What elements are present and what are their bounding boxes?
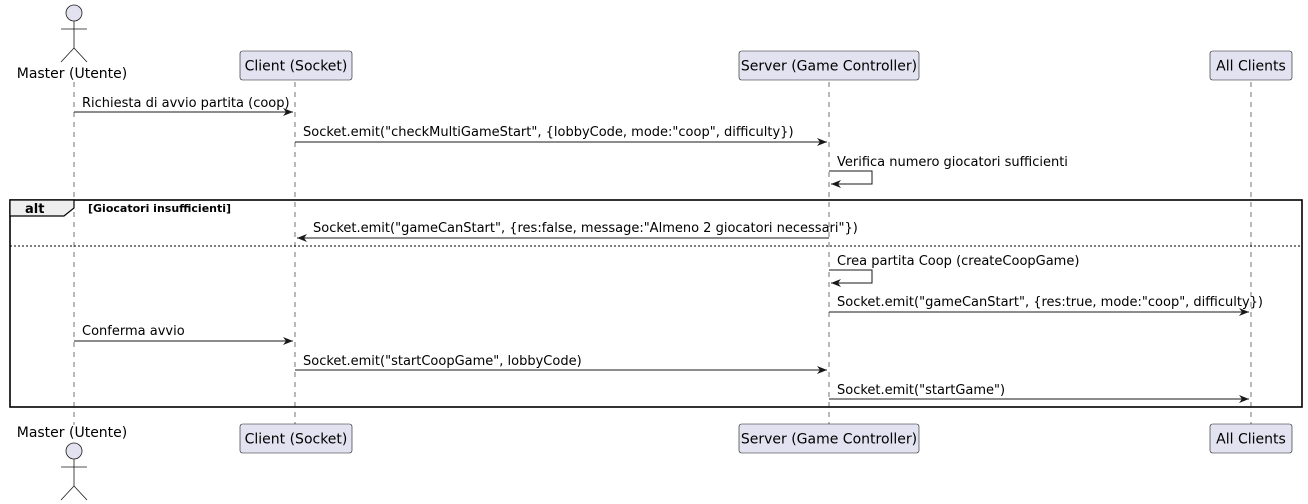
actor-master-bottom-label: Master (Utente) (17, 425, 128, 441)
participant-all-clients-top-label: All Clients (1216, 59, 1286, 75)
message-5-label: Crea partita Coop (createCoopGame) (837, 254, 1079, 269)
actor-master-bottom-icon (60, 442, 88, 501)
participant-all-clients-bottom-label: All Clients (1216, 432, 1286, 448)
participant-all-clients-top (1209, 50, 1293, 81)
message-8-label: Socket.emit("startCoopGame", lobbyCode) (303, 354, 582, 369)
message-7-label: Conferma avvio (82, 324, 185, 339)
actor-master-top-label: Master (Utente) (17, 66, 128, 82)
participant-server-bottom-label: Server (Game Controller) (741, 432, 917, 448)
message-5-arrow (829, 269, 873, 287)
message-3-label: Verifica numero giocatori sufficienti (837, 155, 1068, 170)
participant-client-bottom-label: Client (Socket) (245, 432, 348, 448)
participant-server-top (738, 50, 920, 81)
message-3-arrow (829, 170, 873, 188)
alt-frame-guard: [Giocatori insufficienti] (88, 202, 231, 215)
actor-master-top-icon (60, 4, 88, 63)
participant-server-top-label: Server (Game Controller) (741, 59, 917, 75)
message-2-label: Socket.emit("checkMultiGameStart", {lobb… (303, 125, 794, 140)
message-9-label: Socket.emit("startGame") (837, 383, 1005, 398)
message-1-label: Richiesta di avvio partita (coop) (82, 96, 290, 111)
participant-client-top (239, 50, 353, 81)
participant-client-bottom (239, 423, 353, 454)
participant-all-clients-bottom (1209, 423, 1293, 454)
message-6-label: Socket.emit("gameCanStart", {res:true, m… (837, 295, 1263, 310)
participant-client-top-label: Client (Socket) (245, 59, 348, 75)
message-4-label: Socket.emit("gameCanStart", {res:false, … (313, 221, 858, 236)
alt-frame (9, 199, 1303, 408)
participant-server-bottom (738, 423, 920, 454)
alt-frame-tag: alt (25, 202, 44, 217)
alt-frame-tag-shape (9, 199, 75, 217)
